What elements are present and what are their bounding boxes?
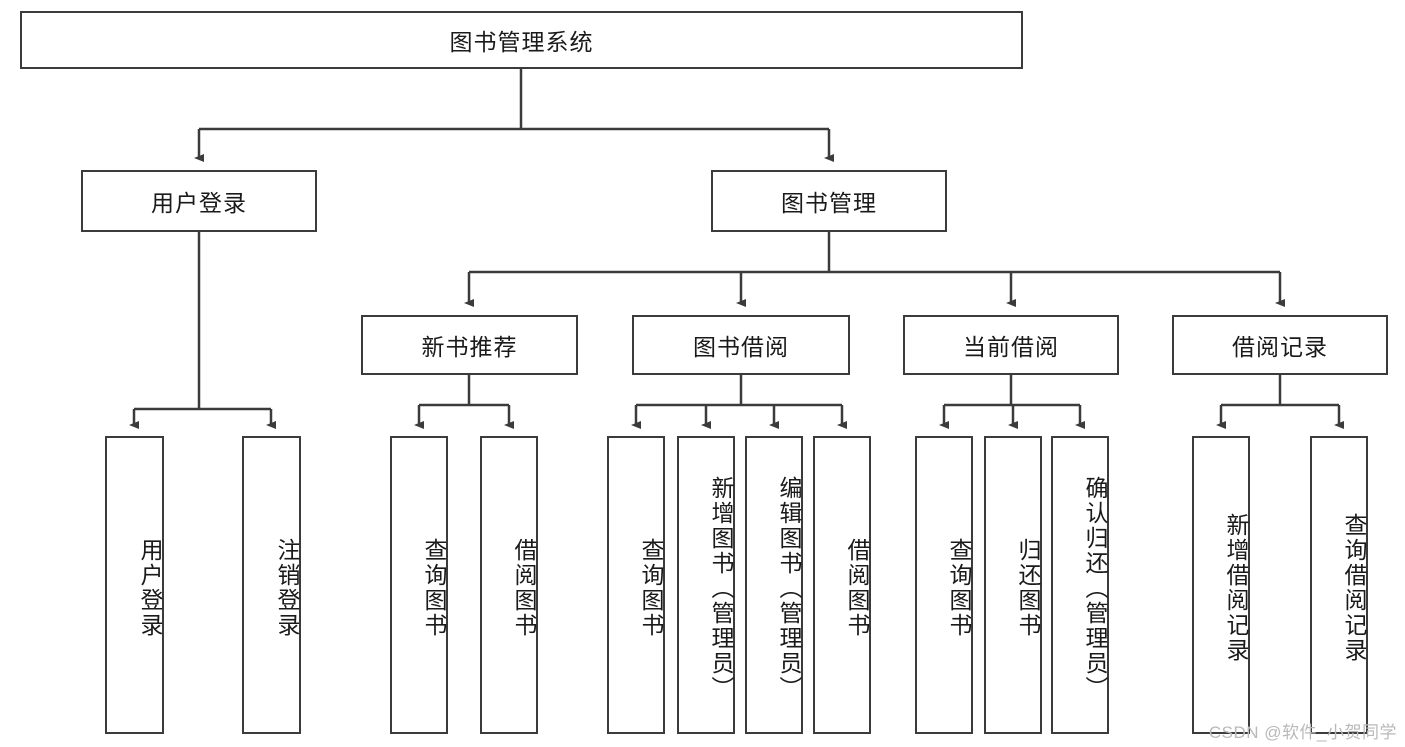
leaf-label: 用户登录 (137, 538, 163, 638)
leaf-label: 查询图书 (946, 538, 972, 638)
leaf-return-book[interactable]: 归还图书 (984, 436, 1042, 734)
leaf-label: 借阅图书 (511, 538, 537, 638)
node-new-book-recommend[interactable]: 新书推荐 (361, 315, 578, 375)
node-borrow-records-label: 借阅记录 (1232, 334, 1328, 360)
leaf-borrow-book[interactable]: 借阅图书 (813, 436, 871, 734)
node-current-borrow[interactable]: 当前借阅 (903, 315, 1119, 375)
leaf-label: 查询借阅记录 (1341, 513, 1367, 663)
node-book-borrow[interactable]: 图书借阅 (632, 315, 850, 375)
node-user-login-label: 用户登录 (151, 190, 247, 216)
leaf-label: 借阅图书 (844, 538, 870, 638)
leaf-query-book-recommend[interactable]: 查询图书 (390, 436, 448, 734)
leaf-edit-book-admin[interactable]: 编辑图书（管理员） (745, 436, 803, 734)
node-root-label: 图书管理系统 (449, 29, 594, 55)
node-user-login[interactable]: 用户登录 (81, 170, 317, 232)
leaf-label: 注销登录 (274, 538, 300, 638)
leaf-logout[interactable]: 注销登录 (242, 436, 301, 734)
node-book-borrow-label: 图书借阅 (693, 334, 789, 360)
leaf-add-borrow-record[interactable]: 新增借阅记录 (1192, 436, 1250, 734)
leaf-label: 归还图书 (1015, 538, 1041, 638)
node-borrow-records[interactable]: 借阅记录 (1172, 315, 1388, 375)
leaf-label: 查询图书 (421, 538, 447, 638)
leaf-label: 编辑图书（管理员） (776, 475, 802, 701)
leaf-query-book-current[interactable]: 查询图书 (915, 436, 973, 734)
leaf-add-book-admin[interactable]: 新增图书（管理员） (677, 436, 735, 734)
leaf-confirm-return-admin[interactable]: 确认归还（管理员） (1051, 436, 1109, 734)
leaf-label: 查询图书 (638, 538, 664, 638)
leaf-label: 新增图书（管理员） (708, 475, 734, 701)
node-book-management[interactable]: 图书管理 (711, 170, 947, 232)
leaf-label: 确认归还（管理员） (1082, 475, 1108, 701)
leaf-borrow-book-recommend[interactable]: 借阅图书 (480, 436, 538, 734)
node-root-system[interactable]: 图书管理系统 (20, 11, 1023, 69)
node-current-borrow-label: 当前借阅 (963, 334, 1059, 360)
leaf-query-book[interactable]: 查询图书 (607, 436, 665, 734)
node-new-book-recommend-label: 新书推荐 (421, 334, 518, 360)
leaf-user-login[interactable]: 用户登录 (105, 436, 164, 734)
leaf-query-borrow-record[interactable]: 查询借阅记录 (1310, 436, 1368, 734)
watermark: CSDN @软件_小贺同学 (1208, 723, 1397, 742)
leaf-label: 新增借阅记录 (1223, 513, 1249, 663)
node-book-management-label: 图书管理 (781, 190, 877, 216)
